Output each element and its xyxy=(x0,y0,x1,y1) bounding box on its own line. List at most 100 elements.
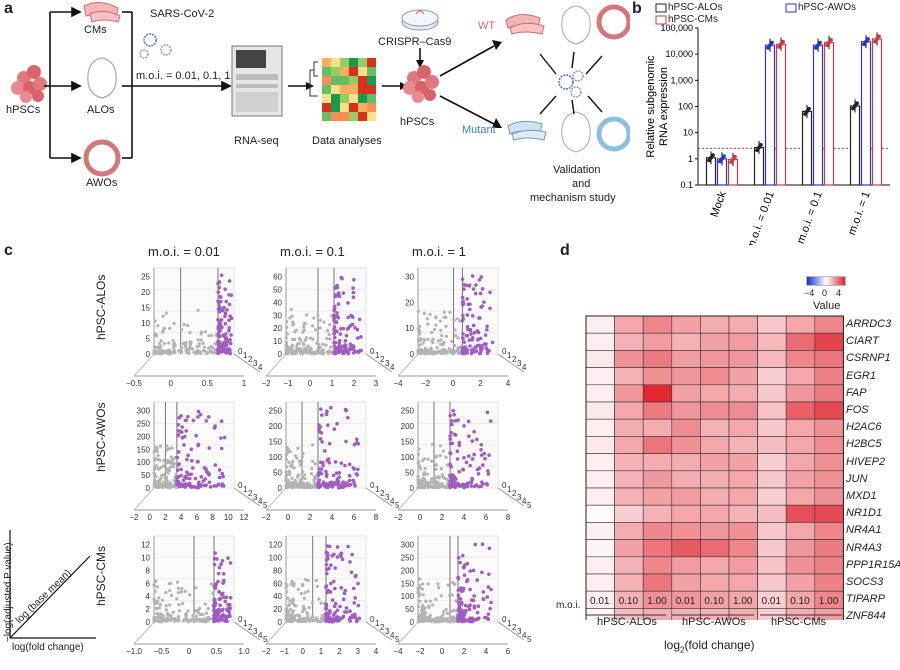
sig-point xyxy=(356,442,361,446)
ns-point xyxy=(306,578,310,583)
ns-point xyxy=(417,605,421,609)
sig-point xyxy=(177,481,181,485)
data-point xyxy=(814,45,818,50)
ns-point xyxy=(285,320,289,324)
bar xyxy=(849,105,861,186)
data-point xyxy=(718,159,722,164)
sig-point xyxy=(333,566,337,570)
axis-edge xyxy=(133,621,155,645)
heatmap-cell xyxy=(614,332,644,351)
x-tick-label: 2 xyxy=(478,379,483,388)
ns-point xyxy=(443,618,447,622)
ns-point xyxy=(164,311,168,315)
x-tick-label: 2 xyxy=(308,513,313,522)
ns-point xyxy=(294,604,298,608)
sig-point xyxy=(333,294,338,299)
heatmap-cell xyxy=(671,539,701,558)
sig-point xyxy=(193,476,198,481)
z-tick-label: 0 xyxy=(238,481,243,490)
heatmap-cell xyxy=(814,367,844,386)
mini-heat-cell xyxy=(340,85,349,94)
sig-point xyxy=(333,586,337,591)
ns-point xyxy=(207,346,211,350)
axis-edge xyxy=(133,487,155,511)
ns-point xyxy=(211,346,215,350)
ns-point xyxy=(171,343,175,347)
ns-point xyxy=(289,307,293,311)
ns-point xyxy=(445,611,449,615)
y-tick-label: 50 xyxy=(273,286,282,295)
data-point xyxy=(733,154,737,159)
sig-point xyxy=(346,544,350,549)
ns-point xyxy=(298,463,302,467)
ns-point xyxy=(285,325,289,330)
sig-point xyxy=(227,302,232,307)
ns-point xyxy=(158,616,163,621)
ns-point xyxy=(304,336,308,340)
y-tick-label: 10 xyxy=(273,337,282,346)
ns-point xyxy=(427,605,431,610)
sig-point xyxy=(324,474,329,479)
sig-point xyxy=(471,323,476,328)
ns-point xyxy=(426,582,430,586)
ns-point xyxy=(284,343,288,347)
ns-point xyxy=(188,342,193,346)
y-tick-label: 0 xyxy=(278,618,283,627)
sig-point xyxy=(344,610,349,614)
ns-point xyxy=(170,593,174,597)
ns-point xyxy=(445,619,450,624)
sig-point xyxy=(477,466,482,471)
sig-point xyxy=(468,569,472,573)
sig-point xyxy=(451,408,456,413)
sig-point xyxy=(482,300,486,304)
sig-point xyxy=(227,326,232,330)
ns-point xyxy=(167,613,171,617)
sig-point xyxy=(461,313,465,318)
ns-point xyxy=(307,605,311,610)
heatmap-cell xyxy=(642,556,673,575)
heatmap-cell xyxy=(671,436,701,454)
data-point xyxy=(862,42,866,47)
sig-point xyxy=(206,415,211,419)
ns-point xyxy=(421,603,425,607)
sig-point xyxy=(485,482,490,487)
ns-point xyxy=(444,455,448,459)
data-point xyxy=(877,34,881,39)
ns-point xyxy=(185,617,189,621)
wt-mutant-arrows xyxy=(439,45,495,125)
ns-point xyxy=(285,583,289,588)
ns-point xyxy=(305,615,310,619)
ns-point xyxy=(310,467,314,471)
sig-point xyxy=(467,338,472,342)
crispr-dish-icon xyxy=(401,9,439,31)
ns-point xyxy=(155,449,159,453)
y-tick-label: 50 xyxy=(405,469,414,478)
heatmap-cell xyxy=(814,487,844,506)
sig-point xyxy=(344,408,348,413)
x-tick-label: 1.0 xyxy=(238,647,250,656)
sig-point xyxy=(220,346,225,351)
ns-point xyxy=(155,606,159,610)
sig-point xyxy=(469,480,474,485)
sig-point xyxy=(182,443,186,447)
sig-point xyxy=(191,418,196,423)
sig-point xyxy=(227,609,231,614)
ns-point xyxy=(164,469,168,474)
y-tick-label: 80 xyxy=(273,566,282,575)
heatmap-cell xyxy=(642,418,673,437)
sig-point xyxy=(456,593,461,598)
x-tick-label: 0 xyxy=(440,647,445,656)
ns-point xyxy=(301,451,305,456)
group-underlines xyxy=(586,614,842,616)
axis-edge xyxy=(397,621,419,645)
mini-heat-cell xyxy=(349,85,358,94)
ns-point xyxy=(156,483,160,487)
ns-point xyxy=(195,614,199,618)
sig-point xyxy=(336,291,341,295)
sig-point xyxy=(460,318,465,323)
airway-organoid-icon xyxy=(83,139,121,177)
mini-heat-cell xyxy=(349,67,358,76)
sig-point xyxy=(467,434,471,438)
sig-point xyxy=(335,545,340,549)
sig-point xyxy=(486,348,490,353)
